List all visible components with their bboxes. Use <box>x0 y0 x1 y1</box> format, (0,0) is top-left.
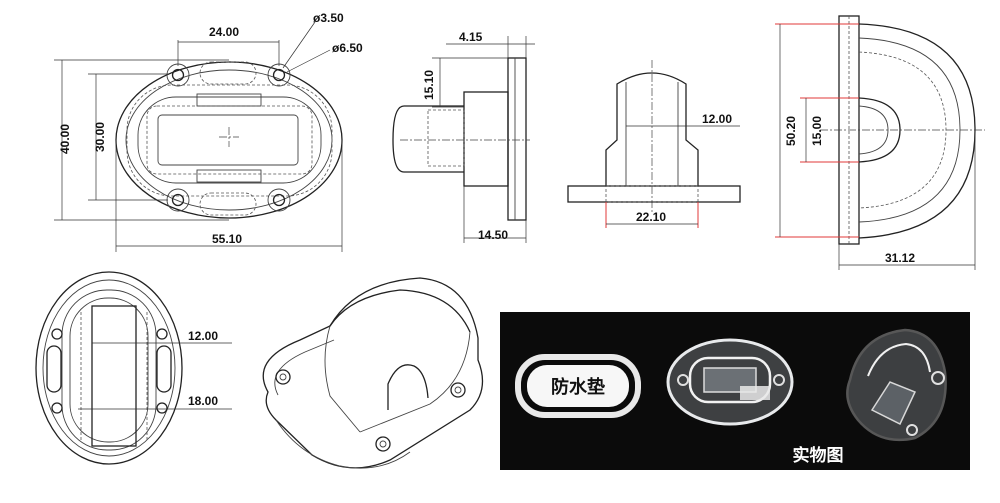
side-view: 4.15 15.10 14.50 <box>392 30 535 243</box>
dim-base-width: 22.10 <box>636 210 666 224</box>
dim-small-hole-diameter: ø3.50 <box>313 11 344 25</box>
dim-outer-slot-width: 18.00 <box>188 394 218 408</box>
gasket-label: 防水垫 <box>551 376 605 398</box>
dim-large-hole-diameter: ø6.50 <box>332 41 363 55</box>
dim-inner-slot-width: 12.00 <box>188 329 218 343</box>
dim-total-height: 50.20 <box>784 116 798 146</box>
dim-outer-height: 40.00 <box>58 124 72 154</box>
dim-depth: 31.12 <box>885 251 915 265</box>
dim-flange-thickness: 4.15 <box>459 30 483 44</box>
top-view: 24.00 ø3.50 ø6.50 40.00 30.00 55.10 <box>54 11 363 252</box>
dim-hole-spacing: 24.00 <box>209 25 239 39</box>
housing-photo-angled <box>846 328 947 442</box>
dim-inner-height: 30.00 <box>93 122 107 152</box>
housing-photo-top <box>666 338 794 426</box>
photo-caption: 实物图 <box>793 445 844 466</box>
waterproof-gasket-photo: 防水垫 <box>515 354 641 418</box>
isometric-view <box>262 277 484 469</box>
front-view: 12.00 22.10 <box>567 60 741 228</box>
dim-inner-arch-height: 15.00 <box>810 116 824 146</box>
dim-width: 55.10 <box>212 232 242 246</box>
product-photo-panel: 防水垫 实物图 <box>500 312 970 470</box>
dim-dome-width: 12.00 <box>702 112 732 126</box>
right-view: 50.20 15.00 31.12 <box>775 15 985 270</box>
dim-base-depth: 14.50 <box>478 228 508 242</box>
dim-side-height: 15.10 <box>422 70 436 100</box>
bottom-view: 12.00 18.00 <box>35 271 232 465</box>
